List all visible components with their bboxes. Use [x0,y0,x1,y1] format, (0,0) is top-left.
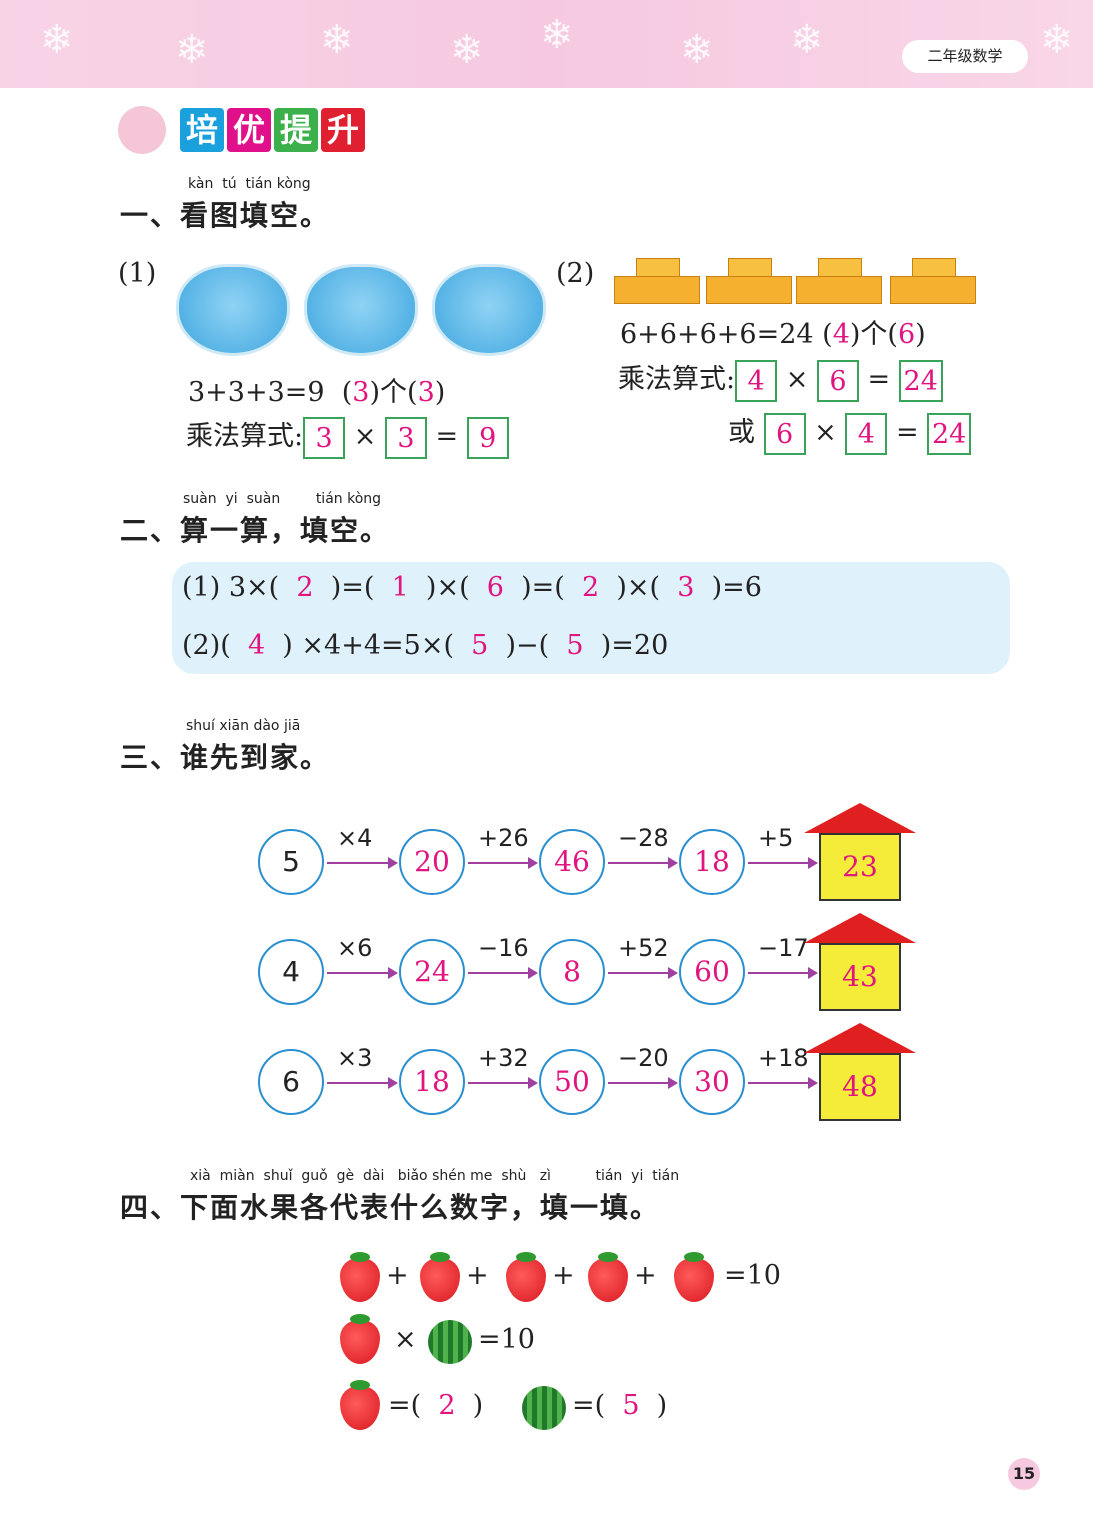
operation-label: −16 [478,934,529,962]
title-char: 优 [227,108,271,152]
fishbowl-image [176,264,290,356]
arrow [327,967,398,979]
answer-circle: 46 [539,829,605,895]
operation-label: +52 [618,934,669,962]
section-heading: 二、算一算，填空。 [120,514,391,547]
fruit-equation-1: + + + + =10 [340,1252,800,1304]
arrow [327,857,398,869]
snowman-icon [118,106,166,154]
start-number: 6 [258,1049,324,1115]
house-roof [804,913,916,943]
strawberry-icon [674,1252,714,1302]
answer-circle: 20 [399,829,465,895]
answer-circle: 18 [399,1049,465,1115]
arrow [327,1077,398,1089]
operation-label: −28 [618,824,669,852]
operation-label: ×3 [337,1044,373,1072]
answer-circle: 30 [679,1049,745,1115]
pinyin: kàn tú tián kòng [188,176,311,192]
answer-circle: 18 [679,829,745,895]
answer-circle: 50 [539,1049,605,1115]
fishbowl-image [432,264,546,356]
page-number: 15 [1008,1458,1040,1490]
operation-label: −20 [618,1044,669,1072]
operation-label: −17 [758,934,809,962]
answer-circle: 8 [539,939,605,1005]
operation-label: +18 [758,1044,809,1072]
section-heading: 四、下面水果各代表什么数字，填一填。 [120,1191,661,1224]
arrow [468,1077,538,1089]
pinyin: shuí xiān dào jiā [186,718,301,734]
strawberry-icon [340,1380,380,1430]
strawberry-icon [506,1252,546,1302]
exercise-panel [172,562,1010,674]
house-answer: 43 [819,943,901,1011]
title-char: 提 [274,108,318,152]
fishbowl-image [304,264,418,356]
strawberry-icon [588,1252,628,1302]
arrow [608,1077,678,1089]
fruit-answers: =( 2 ) =( 5 ) [340,1380,700,1434]
section-heading: 三、谁先到家。 [120,741,331,774]
start-number: 4 [258,939,324,1005]
arrow [468,967,538,979]
part-label: (1) [118,258,157,289]
formula-line: 或 6 × 4 = 24 [728,410,972,455]
title-char: 培 [180,108,224,152]
arrow [748,1077,818,1089]
cubes-image [614,258,984,304]
section-heading: 一、看图填空。 [120,199,331,232]
house-roof [804,803,916,833]
operation-label: +32 [478,1044,529,1072]
arrow [748,967,818,979]
fruit-equation-2: × =10 [340,1314,580,1368]
operation-label: +5 [758,824,794,852]
house-roof [804,1023,916,1053]
part-label: (2) [556,258,595,289]
formula-line: 乘法算式:4 × 6 = 24 [618,357,943,402]
sum-line: 6+6+6+6=24 (4)个(6) [620,319,926,350]
arrow [748,857,818,869]
arrow [608,967,678,979]
answer-circle: 60 [679,939,745,1005]
title-char: 升 [321,108,365,152]
strawberry-icon [420,1252,460,1302]
formula-line: 乘法算式:3 × 3 = 9 [186,414,509,459]
watermelon-icon [428,1320,472,1364]
equation-line: (1) 3×( 2 )=( 1 )×( 6 )=( 2 )×( 3 )=6 [182,572,762,603]
operation-label: ×6 [337,934,373,962]
pinyin: suàn yi suàn tián kòng [183,491,382,507]
pinyin: xià miàn shuǐ guǒ gè dài biǎo shén me sh… [190,1168,680,1184]
operation-label: +26 [478,824,529,852]
answer-circle: 24 [399,939,465,1005]
equation-line: (2)( 4 ) ×4+4=5×( 5 )−( 5 )=20 [182,630,669,661]
house-answer: 48 [819,1053,901,1121]
grade-label: 二年级数学 [902,40,1028,73]
house-answer: 23 [819,833,901,901]
watermelon-icon [522,1386,566,1430]
strawberry-icon [340,1252,380,1302]
arrow [468,857,538,869]
start-number: 5 [258,829,324,895]
sum-line: 3+3+3=9 (3)个(3) [188,377,446,408]
arrow [608,857,678,869]
strawberry-icon [340,1314,380,1364]
operation-label: ×4 [337,824,373,852]
